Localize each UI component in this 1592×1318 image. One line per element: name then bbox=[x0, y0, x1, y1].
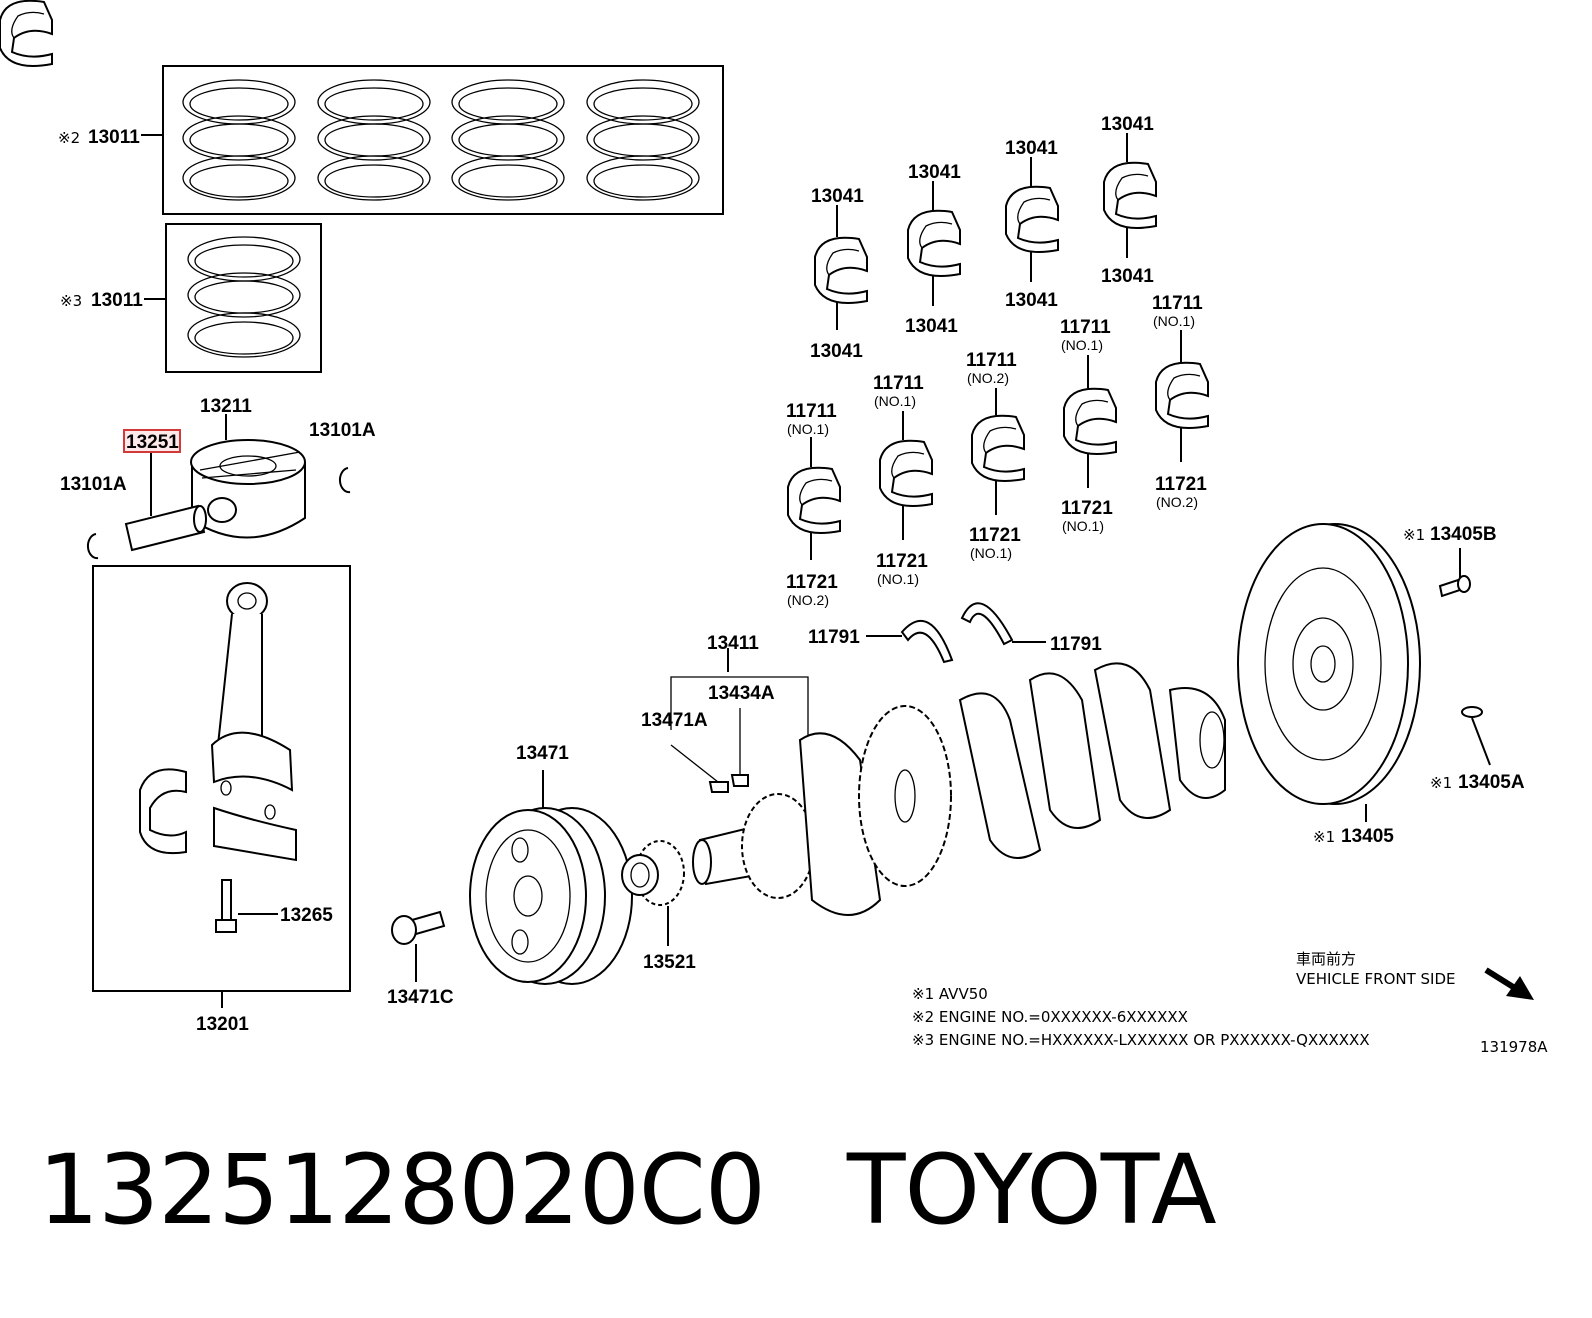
label-13041-5[interactable]: 13041 bbox=[1005, 138, 1058, 159]
main-bearing-1[interactable] bbox=[787, 466, 841, 534]
label-13521[interactable]: 13521 bbox=[643, 952, 696, 973]
label-13434A[interactable]: 13434A bbox=[708, 683, 775, 704]
label-13041-6[interactable]: 13041 bbox=[1005, 290, 1058, 311]
label-11711-5[interactable]: 11711 bbox=[1152, 293, 1203, 314]
crankshaft-timing-sprocket[interactable] bbox=[621, 840, 685, 906]
label-13101A-right[interactable]: 13101A bbox=[309, 420, 376, 441]
label-11721-2[interactable]: 11721 bbox=[876, 551, 928, 572]
flywheel-pin[interactable] bbox=[1461, 706, 1483, 718]
label-13251-highlighted[interactable]: 13251 bbox=[126, 432, 179, 453]
rod-bearing-1[interactable] bbox=[814, 236, 868, 304]
label-11711-4-sub[interactable]: (NO.1) bbox=[1061, 337, 1103, 353]
label-13411[interactable]: 13411 bbox=[707, 633, 759, 654]
snap-ring-left[interactable] bbox=[87, 533, 99, 560]
part-number: 1325128020C0 bbox=[38, 1134, 766, 1246]
part-caption: 1325128020C0 TOYOTA bbox=[38, 1130, 1217, 1250]
label-13201[interactable]: 13201 bbox=[196, 1014, 249, 1035]
label-13471C[interactable]: 13471C bbox=[387, 987, 454, 1008]
label-13041-7[interactable]: 13041 bbox=[1101, 114, 1154, 135]
note-mark-3: ※3 bbox=[60, 292, 82, 310]
label-13041-3[interactable]: 13041 bbox=[908, 162, 961, 183]
note-mark-1-pin: ※1 bbox=[1430, 774, 1452, 792]
label-11711-3[interactable]: 11711 bbox=[966, 350, 1017, 371]
main-bearing-2[interactable] bbox=[879, 439, 933, 507]
label-13041-8[interactable]: 13041 bbox=[1101, 266, 1154, 287]
rod-bearing-4[interactable] bbox=[1103, 161, 1157, 229]
label-13041-2[interactable]: 13041 bbox=[810, 341, 863, 362]
front-direction-arrow-icon bbox=[1484, 967, 1534, 1000]
figure-id: 131978A bbox=[1480, 1038, 1548, 1056]
rod-bearing-in-box[interactable] bbox=[139, 768, 187, 854]
woodruff-keys[interactable] bbox=[708, 774, 749, 793]
label-11791-left[interactable]: 11791 bbox=[808, 627, 860, 648]
piston[interactable] bbox=[190, 439, 306, 539]
thrust-washer-right[interactable] bbox=[960, 602, 1014, 646]
label-11711-1[interactable]: 11711 bbox=[786, 401, 837, 422]
note-mark-1-flywheel: ※1 bbox=[1313, 828, 1335, 846]
crankshaft[interactable] bbox=[692, 662, 1226, 916]
main-bearing-5[interactable] bbox=[1155, 361, 1209, 429]
label-13211[interactable]: 13211 bbox=[200, 396, 252, 417]
main-bearing-3[interactable] bbox=[971, 414, 1025, 482]
rod-bearing-3[interactable] bbox=[1005, 185, 1059, 253]
snap-ring-right[interactable] bbox=[339, 467, 351, 494]
brand-name: TOYOTA bbox=[846, 1134, 1217, 1246]
note-line-1: ※1 AVV50 bbox=[912, 985, 988, 1003]
note-mark-2: ※2 bbox=[58, 129, 80, 147]
rod-bolt[interactable] bbox=[215, 879, 237, 933]
label-13471A[interactable]: 13471A bbox=[641, 710, 708, 731]
label-11721-5-sub[interactable]: (NO.2) bbox=[1156, 494, 1198, 510]
label-11711-2-sub[interactable]: (NO.1) bbox=[874, 393, 916, 409]
connecting-rod[interactable] bbox=[210, 582, 297, 862]
label-13405[interactable]: 13405 bbox=[1341, 826, 1394, 847]
label-13011-alt[interactable]: 13011 bbox=[91, 290, 143, 311]
label-13405A[interactable]: 13405A bbox=[1458, 772, 1525, 793]
pulley-bolt[interactable] bbox=[391, 910, 446, 945]
label-11711-4[interactable]: 11711 bbox=[1060, 317, 1111, 338]
piston-ring-set-box-alt[interactable] bbox=[165, 223, 322, 373]
piston-ring-set-box-std[interactable] bbox=[162, 65, 724, 215]
label-11721-2-sub[interactable]: (NO.1) bbox=[877, 571, 919, 587]
note-line-2: ※2 ENGINE NO.=0XXXXXX-6XXXXXX bbox=[912, 1008, 1188, 1026]
label-13041-4[interactable]: 13041 bbox=[905, 316, 958, 337]
rod-bearing-2[interactable] bbox=[907, 209, 961, 277]
piston-pin[interactable] bbox=[124, 504, 207, 552]
highlight-box-13251 bbox=[123, 429, 181, 453]
label-11711-5-sub[interactable]: (NO.1) bbox=[1153, 313, 1195, 329]
label-11721-3-sub[interactable]: (NO.1) bbox=[970, 545, 1012, 561]
thrust-washer-left[interactable] bbox=[900, 620, 954, 664]
label-11721-1[interactable]: 11721 bbox=[786, 572, 838, 593]
label-11791-right[interactable]: 11791 bbox=[1050, 634, 1102, 655]
label-13405B[interactable]: 13405B bbox=[1430, 524, 1497, 545]
label-11721-4-sub[interactable]: (NO.1) bbox=[1062, 518, 1104, 534]
label-11721-1-sub[interactable]: (NO.2) bbox=[787, 592, 829, 608]
note-line-3: ※3 ENGINE NO.=HXXXXXX-LXXXXXX OR PXXXXXX… bbox=[912, 1031, 1370, 1049]
label-13101A-left[interactable]: 13101A bbox=[60, 474, 127, 495]
note-mark-1-bolt: ※1 bbox=[1403, 526, 1425, 544]
label-13041-1[interactable]: 13041 bbox=[811, 186, 864, 207]
label-11711-2[interactable]: 11711 bbox=[873, 373, 924, 394]
label-13471[interactable]: 13471 bbox=[516, 743, 569, 764]
label-11721-4[interactable]: 11721 bbox=[1061, 498, 1113, 519]
flywheel-bolt[interactable] bbox=[1438, 575, 1471, 598]
vehicle-front-side-jp: 車両前方 bbox=[1296, 950, 1356, 968]
label-13011-std[interactable]: 13011 bbox=[88, 127, 140, 148]
main-bearing-4[interactable] bbox=[1063, 387, 1117, 455]
label-11711-3-sub[interactable]: (NO.2) bbox=[967, 370, 1009, 386]
label-11721-3[interactable]: 11721 bbox=[969, 525, 1021, 546]
label-11721-5[interactable]: 11721 bbox=[1155, 474, 1207, 495]
crankshaft-pulley[interactable] bbox=[469, 807, 633, 985]
flywheel[interactable] bbox=[1237, 523, 1421, 805]
vehicle-front-side-en: VEHICLE FRONT SIDE bbox=[1296, 970, 1456, 988]
label-13265[interactable]: 13265 bbox=[280, 905, 333, 926]
label-11711-1-sub[interactable]: (NO.1) bbox=[787, 421, 829, 437]
